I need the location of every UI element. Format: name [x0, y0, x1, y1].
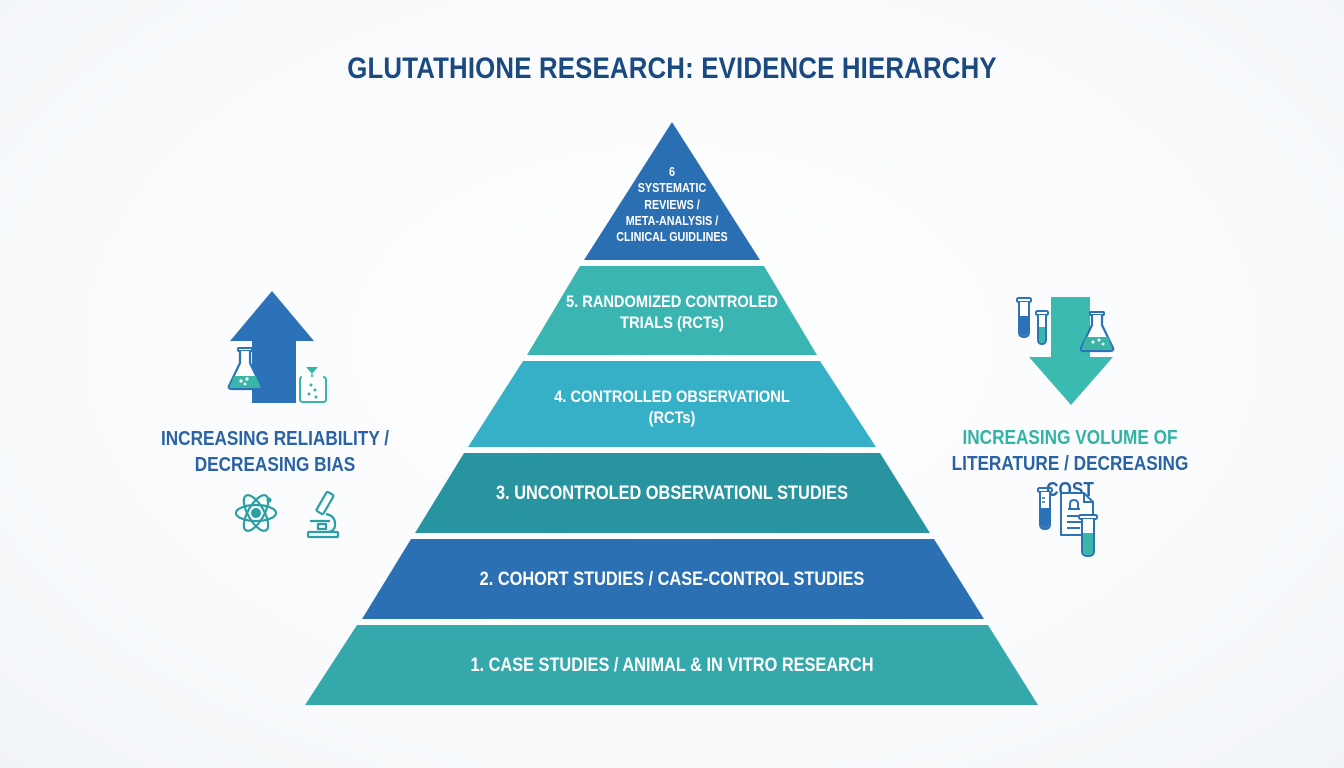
flask-icon: [227, 347, 263, 391]
page-title: GLUTATHIONE RESEARCH: EVIDENCE HIERARCHY: [347, 52, 997, 85]
pyramid-level-3: [415, 453, 930, 533]
left-panel-caption: INCREASING RELIABILITY / DECREASING BIAS: [150, 426, 399, 478]
pyramid-level-5: [527, 266, 817, 355]
flask-icon: [1079, 311, 1115, 353]
pyramid-level-5-label: 5. RANDOMIZED CONTROLED TRIALS (RCTs): [566, 292, 778, 333]
pyramid-level-1: [305, 625, 1038, 705]
pyramid-level-4-label: 4. CONTROLLED OBSERVATIONL (RCTs): [554, 387, 790, 428]
pyramid-level-6: [584, 122, 760, 260]
test-tube-icon: [1078, 514, 1098, 558]
pyramid-level-1-label: 1. CASE STUDIES / ANIMAL & IN VITRO RESE…: [470, 655, 874, 676]
left-caption-line2: DECREASING BIAS: [194, 454, 356, 476]
left-caption-line1: INCREASING RELIABILITY /: [160, 428, 390, 450]
test-tube-icon: [1016, 297, 1032, 339]
down-arrow-icon: [1029, 297, 1113, 405]
pyramid-level-2-label: 2. COHORT STUDIES / CASE-CONTROL STUDIES: [479, 569, 865, 590]
pyramid-level-2: [362, 539, 984, 619]
up-arrow-icon: [230, 291, 314, 403]
right-panel-caption: INCREASING VOLUME OF LITERATURE / DECREA…: [941, 425, 1199, 503]
test-tube-icon: [1035, 310, 1049, 346]
atom-icon: [234, 494, 278, 532]
filter-beaker-icon: [299, 367, 327, 403]
test-tube-icon: [1037, 487, 1053, 531]
right-caption-line1: INCREASING VOLUME OF: [962, 427, 1178, 449]
microscope-icon: [306, 490, 340, 539]
pyramid-level-4: [468, 361, 876, 447]
pyramid-level-6-label: 6 SYSTEMATIC REVIEWS / META-ANALYSIS / C…: [616, 165, 728, 244]
pyramid-level-3-label: 3. UNCONTROLED OBSERVATIONL STUDIES: [496, 483, 848, 504]
